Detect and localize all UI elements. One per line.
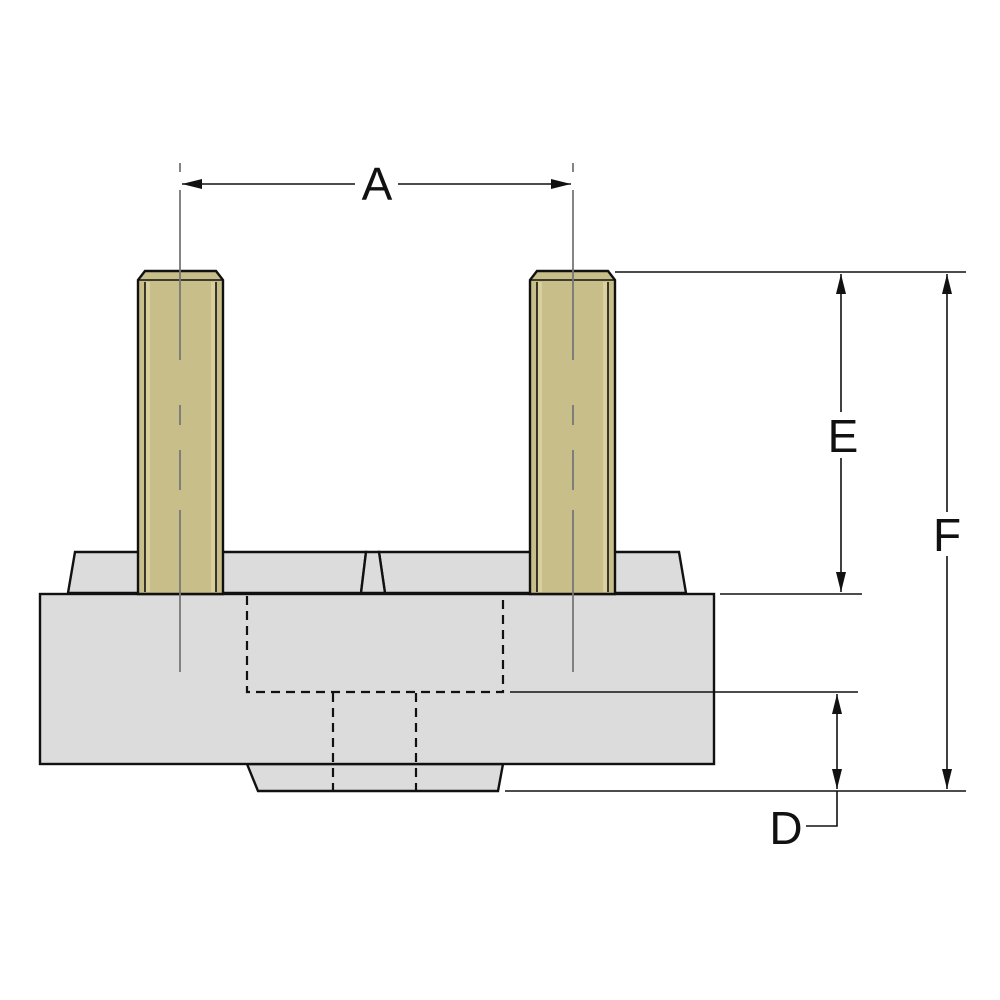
dimension-f: F bbox=[933, 274, 961, 789]
dimension-a: A bbox=[182, 158, 571, 210]
dimension-d: D bbox=[769, 694, 842, 854]
bottom-boss bbox=[245, 762, 505, 793]
centerlines bbox=[179, 163, 574, 672]
hidden-lines bbox=[245, 596, 505, 790]
pin-right bbox=[528, 269, 617, 596]
pin-left bbox=[136, 269, 225, 596]
extension-lines bbox=[505, 271, 966, 792]
dimension-f-label: F bbox=[933, 509, 961, 561]
dimension-a-label: A bbox=[362, 158, 393, 210]
main-body bbox=[38, 592, 716, 766]
dimension-e: E bbox=[828, 274, 859, 592]
dimension-e-label: E bbox=[828, 410, 859, 462]
dimension-d-label: D bbox=[769, 802, 802, 854]
